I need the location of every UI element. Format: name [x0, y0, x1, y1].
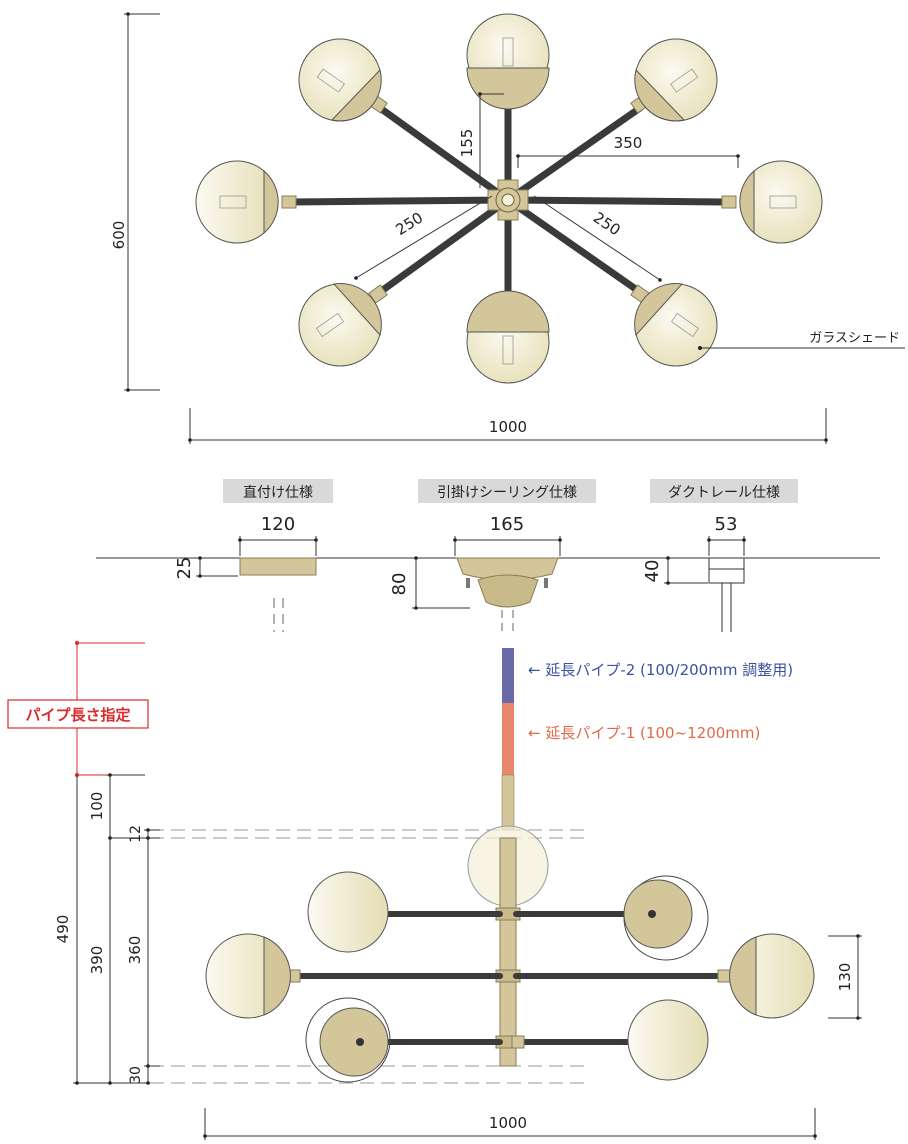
globe-bottom — [466, 290, 550, 384]
glass-shade-label: ガラスシェード — [809, 331, 900, 346]
dim-250-right: 250 — [590, 208, 624, 239]
dim-100: 100 — [88, 792, 106, 821]
arms — [289, 96, 728, 304]
central-hub — [487, 179, 529, 221]
globe-upper-right-side — [623, 875, 709, 961]
globe-top — [466, 13, 550, 110]
globe-bottom-left — [298, 283, 382, 367]
mount-title-direct-bg — [223, 479, 333, 503]
dim-360: 360 — [126, 936, 144, 965]
pipe1-label: ← 延長パイプ-1 (100~1200mm) — [528, 724, 760, 742]
dim-30: 30 — [128, 1066, 144, 1084]
mount-title-hook: 引掛けシーリング仕様 — [437, 485, 577, 501]
side-view: パイプ長さ指定 ← 延長パイプ-2 (100/200mm 調整用) ← 延長パイ… — [7, 641, 862, 1140]
globe-middle-right-side — [729, 933, 815, 1019]
pipe2-label: ← 延長パイプ-2 (100/200mm 調整用) — [528, 661, 793, 679]
globe-top-left — [298, 38, 382, 122]
globe-upper-left-side — [307, 871, 389, 953]
extension-pipe-1 — [502, 703, 514, 775]
rail-width: 53 — [715, 514, 738, 535]
dim-600: 600 — [110, 221, 128, 250]
globe-right — [739, 160, 823, 244]
rail-height: 40 — [642, 560, 663, 583]
direct-width: 120 — [261, 514, 295, 535]
dim-155: 155 — [458, 129, 476, 158]
mount-options: 直付け仕様 引掛けシーリング仕様 ダクトレール仕様 120 165 53 — [96, 479, 880, 632]
mount-title-rail: ダクトレール仕様 — [668, 485, 780, 501]
globe-left — [195, 160, 279, 244]
pipe-length-label: パイプ長さ指定 — [25, 706, 130, 724]
top-view: 600 1000 155 350 250 250 ガラスシェード — [110, 12, 905, 444]
globe-top-right — [634, 38, 718, 122]
direct-height: 25 — [174, 557, 195, 580]
dim-1000-top: 1000 — [489, 418, 527, 436]
duct-rail-adapter — [708, 557, 745, 632]
dim-12: 12 — [128, 825, 144, 843]
globe-lower-right-side — [627, 999, 709, 1081]
pipe-length-box — [7, 699, 149, 729]
mount-title-rail-bg — [650, 479, 798, 503]
main-pipe — [501, 774, 515, 831]
dim-350: 350 — [614, 134, 643, 152]
extension-pipe-2 — [502, 648, 514, 703]
dim-1000-bottom: 1000 — [489, 1114, 527, 1132]
dim-130: 130 — [836, 963, 854, 992]
globe-middle-left-side — [205, 933, 291, 1019]
globe-lower-left-side — [305, 997, 391, 1083]
center-column — [499, 837, 517, 1067]
globe-bottom-right — [634, 283, 718, 367]
dim-390: 390 — [88, 946, 106, 975]
hook-width: 165 — [490, 514, 524, 535]
mount-title-hook-bg — [418, 479, 596, 503]
mount-title-direct: 直付け仕様 — [243, 484, 313, 501]
dim-490: 490 — [54, 915, 72, 944]
top-dimensions — [124, 13, 905, 444]
direct-mount-plate — [239, 557, 317, 576]
ceiling-hook-canopy — [456, 557, 559, 632]
hook-height: 80 — [389, 573, 410, 596]
dim-250-left: 250 — [392, 209, 426, 239]
